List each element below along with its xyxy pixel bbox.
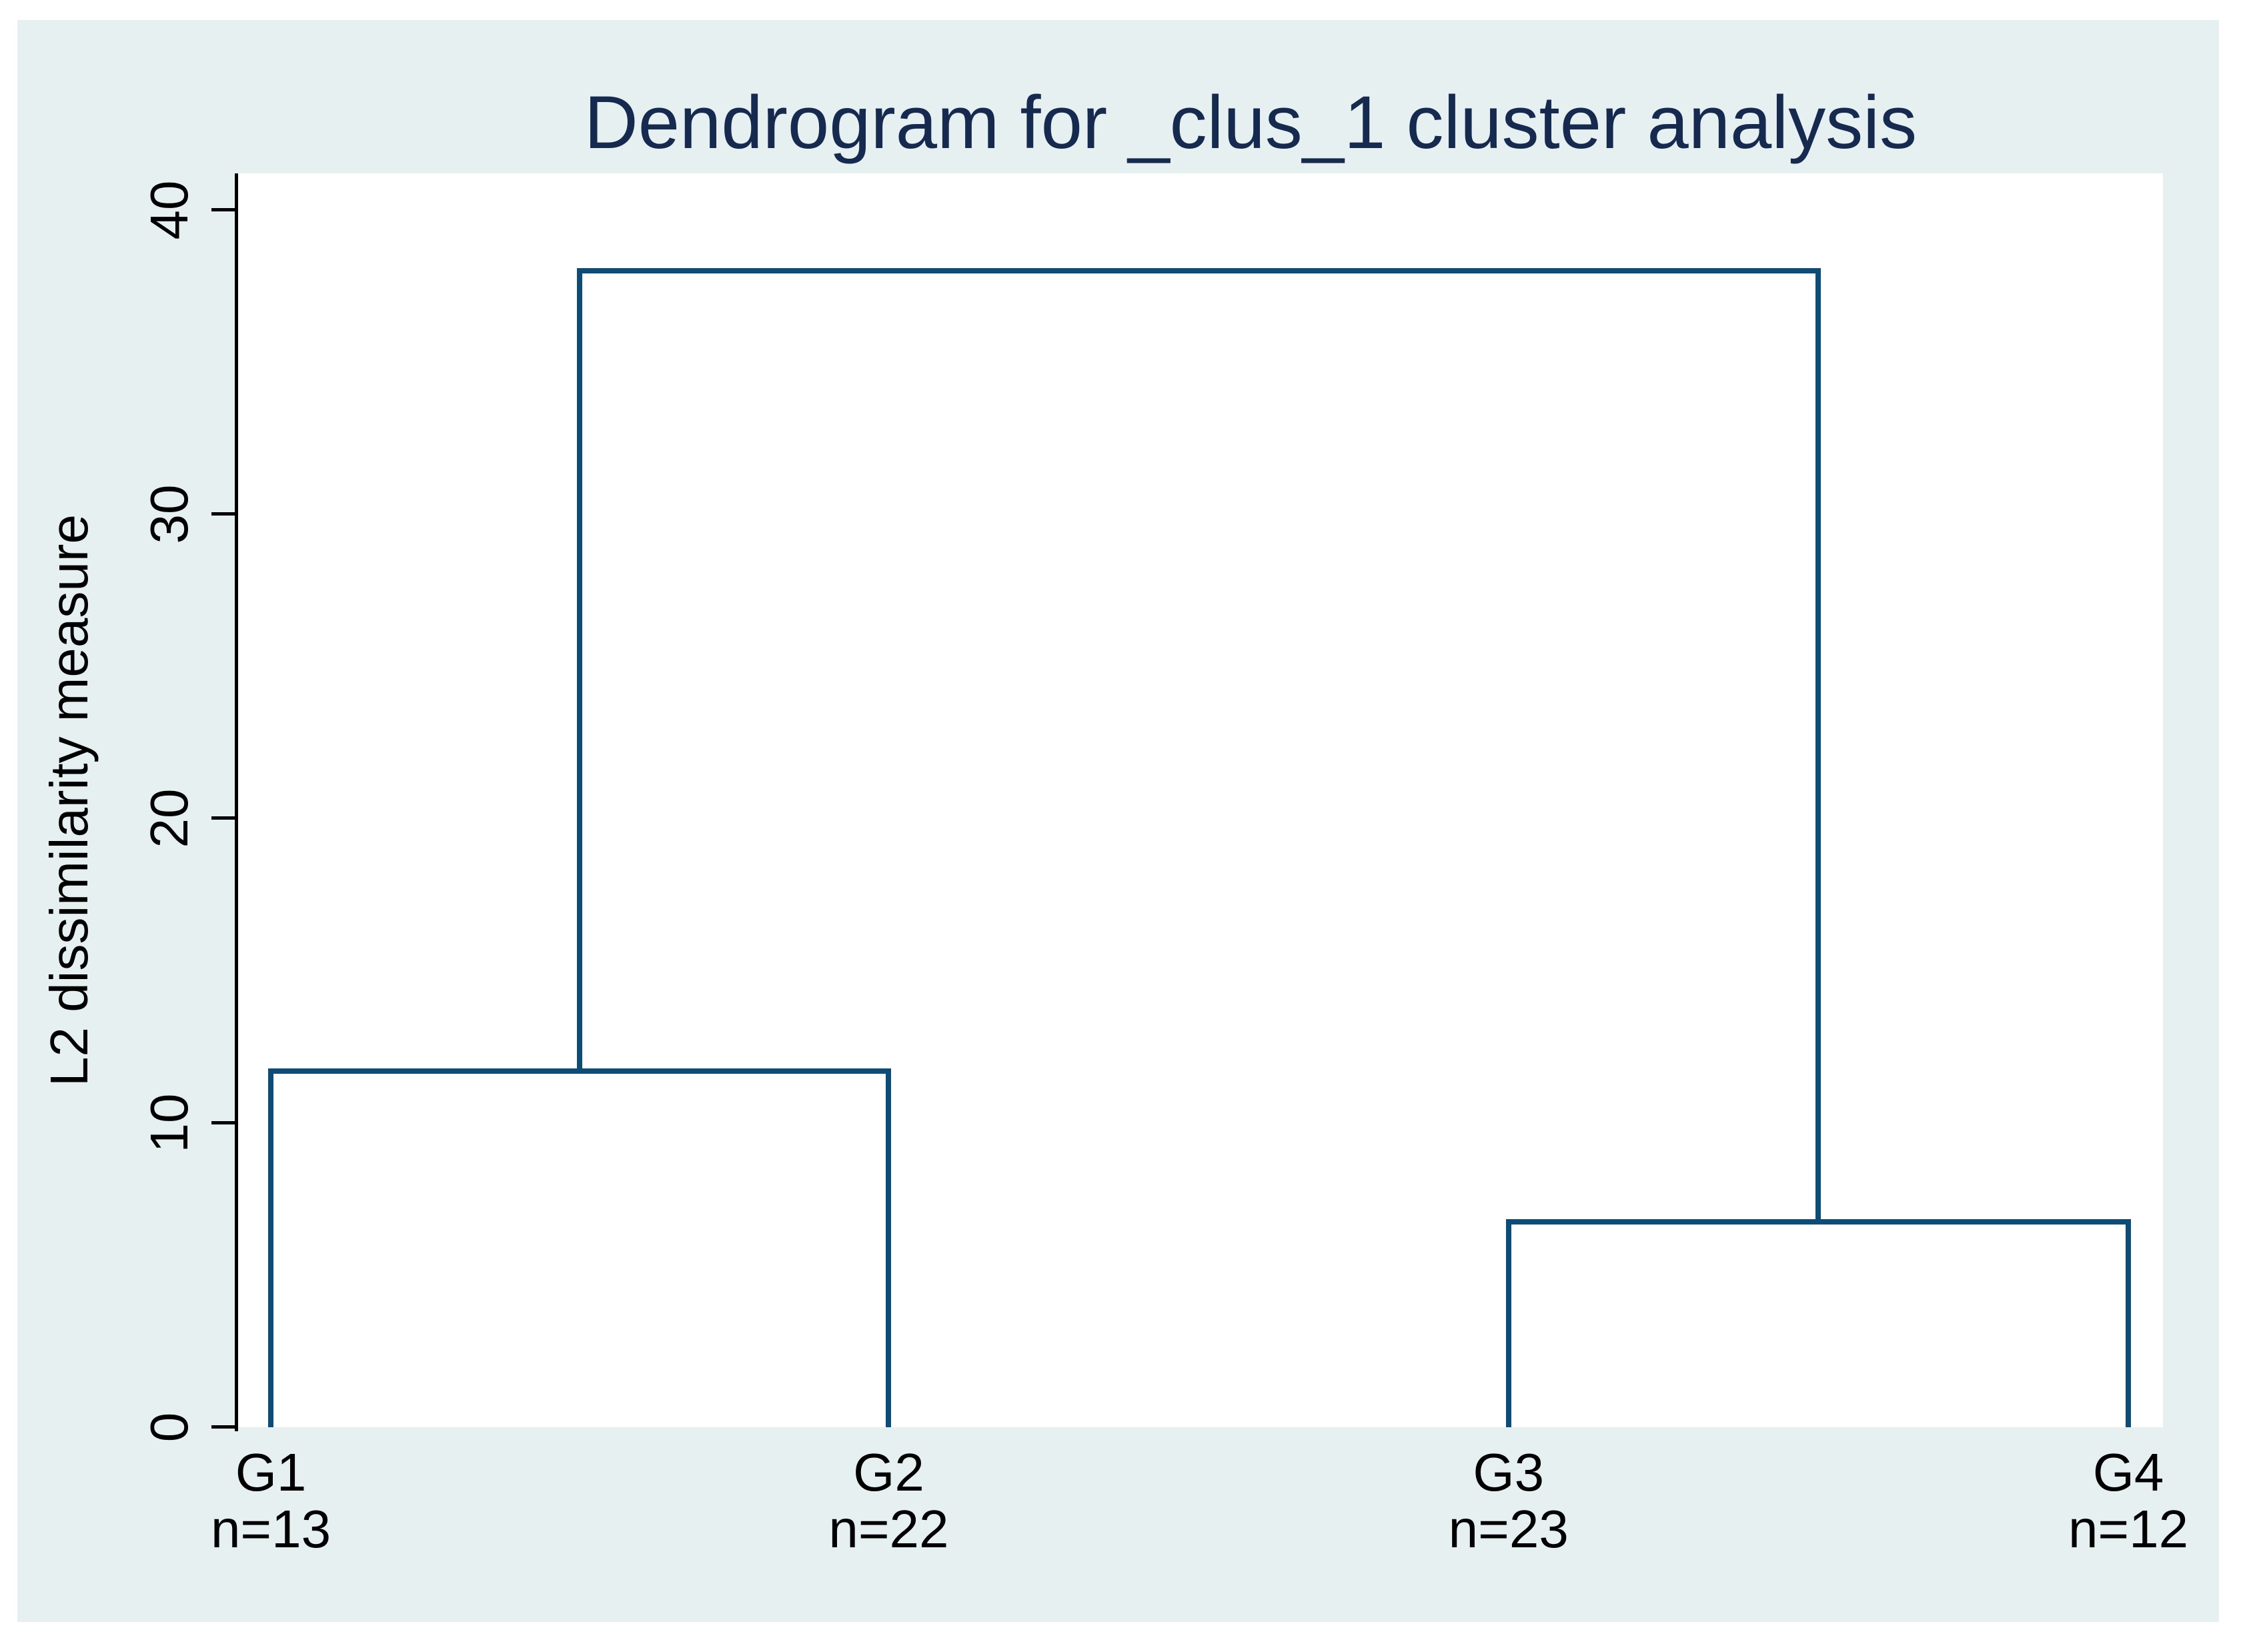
merge-g1-g2-bar: [268, 1068, 892, 1074]
leaf-group-size: n=13: [210, 1499, 331, 1559]
y-tick-label: 10: [139, 1093, 200, 1152]
merge-g3-g4-left-drop: [1505, 1218, 1511, 1427]
y-tick-mark: [211, 512, 235, 516]
y-tick-label-text: 20: [139, 788, 199, 848]
leaf-group-size: n=22: [828, 1499, 949, 1559]
y-tick-mark: [211, 816, 235, 820]
leaf-group-name: G4: [2092, 1443, 2164, 1502]
y-tick-label-text: 0: [139, 1412, 199, 1443]
merge-root-bar: [577, 268, 1821, 274]
leaf-group-name: G2: [853, 1443, 924, 1502]
leaf-group-size: n=23: [1448, 1499, 1569, 1559]
y-tick-label: 20: [139, 789, 200, 848]
y-tick-mark: [211, 1120, 235, 1124]
y-tick-label-text: 30: [139, 484, 199, 544]
y-tick-label-text: 10: [139, 1093, 199, 1153]
leaf-group-name: G1: [235, 1443, 307, 1502]
merge-g3-g4-right-drop: [2126, 1218, 2132, 1427]
y-axis-title-text: L2 dissimilarity measure: [39, 514, 99, 1087]
y-tick-label-text: 40: [139, 180, 199, 240]
y-tick-mark: [211, 1425, 235, 1429]
leaf-group-size: n=12: [2068, 1499, 2189, 1559]
leaf-group-name: G3: [1473, 1443, 1545, 1502]
y-tick-mark: [211, 207, 235, 211]
merge-root-right-drop: [1815, 268, 1821, 1222]
plot-area: [238, 173, 2163, 1427]
merge-g1-g2-left-drop: [268, 1068, 274, 1427]
y-tick-label: 30: [139, 485, 200, 544]
merge-g3-g4-bar: [1505, 1218, 2132, 1224]
y-tick-label: 0: [139, 1413, 200, 1443]
y-axis-title: L2 dissimilarity measure: [39, 514, 100, 1086]
graph-canvas: Dendrogram for _clus_1 cluster analysis …: [17, 20, 2219, 1622]
chart-title: Dendrogram for _clus_1 cluster analysis: [584, 81, 1918, 164]
merge-root-left-drop: [577, 268, 583, 1072]
y-tick-label: 40: [139, 180, 200, 239]
merge-g1-g2-right-drop: [886, 1068, 892, 1427]
y-axis-line: [235, 173, 238, 1431]
